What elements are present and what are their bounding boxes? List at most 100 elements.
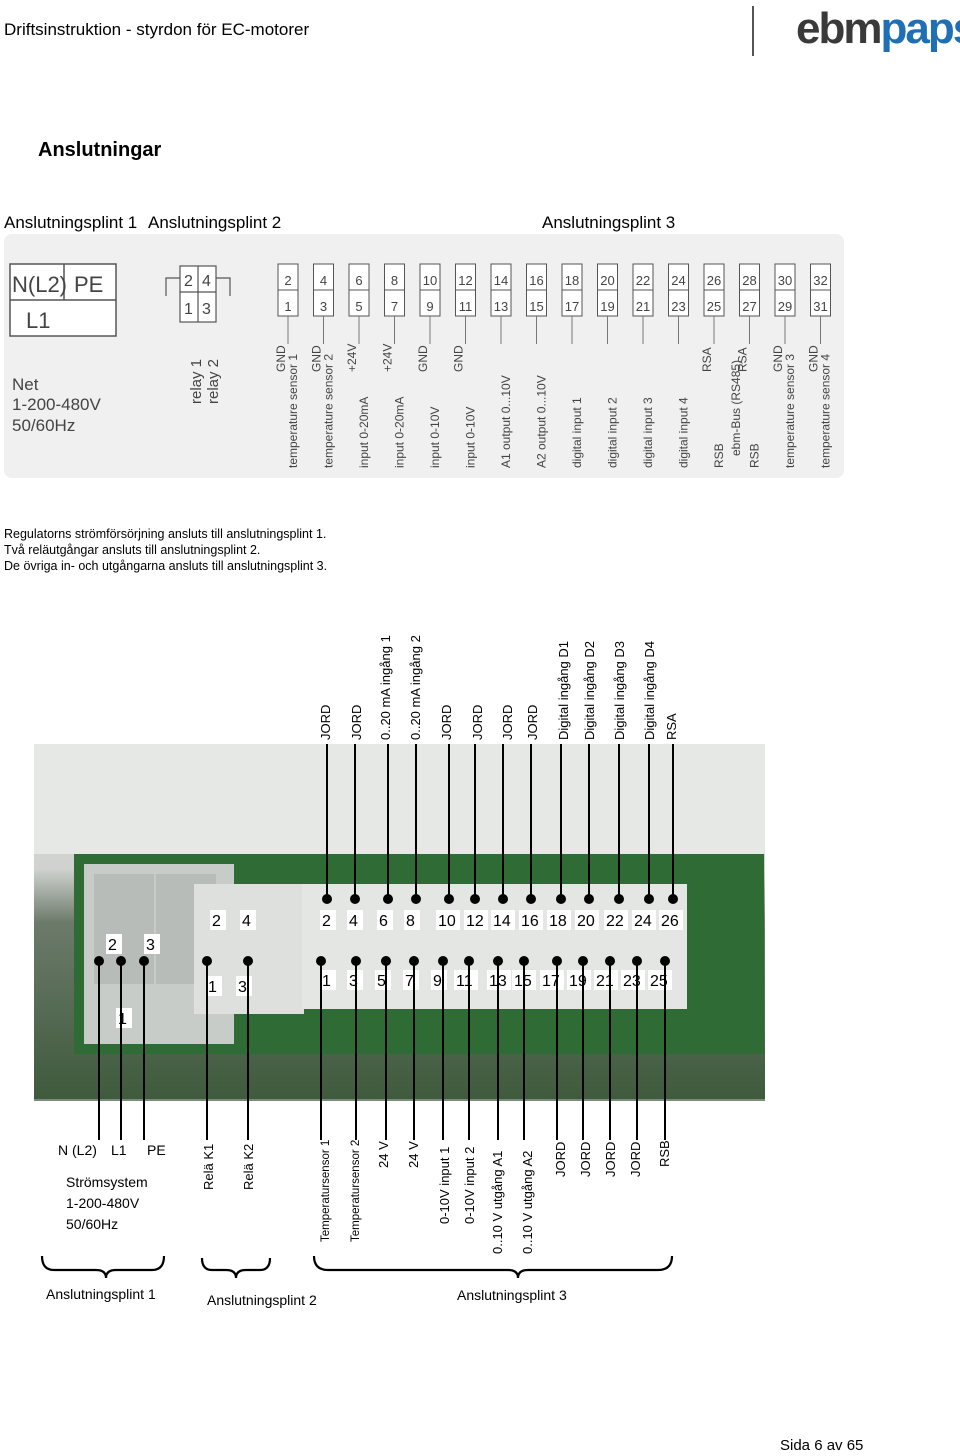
net-text-1: Net [12,375,39,394]
terminal-diagram-svg: N(L2) PE L1 Net 1-200-480V 50/60Hz 2 4 1… [9,263,833,468]
top-label: 0..20 mA ingång 2 [408,635,423,740]
signal-short-label: RSA [736,347,750,372]
wire-line-bottom [385,960,387,1140]
wire-dot-bottom [552,956,562,966]
wire-dot [644,894,654,904]
bottom-label: Temperatursensor 1 [320,1139,332,1242]
wire-dot-bottom [519,956,529,966]
signal-long-label: A2 output 0...10V [535,375,549,468]
top-label: JORD [525,704,540,740]
bottom-label: 0..10 V utgång A2 [520,1150,535,1254]
wire-line [502,744,504,896]
net-n-bottom: N (L2) [58,1142,97,1158]
photo-terminal-number: 12 [466,913,484,930]
net-text-2: 1-200-480V [12,395,102,414]
photo-terminal-number: 15 [514,973,532,990]
signal-short-label: GND [771,345,785,372]
plint3-bottom-number: 29 [778,299,792,314]
brace-group [40,1255,674,1279]
description-paragraph: Regulatorns strömförsörjning ansluts til… [4,526,327,574]
top-label: Digital ingång D2 [582,640,597,740]
wire-dot-bottom [660,956,670,966]
plint3-bottom-number: 27 [742,299,756,314]
plint3-top-number: 24 [671,273,685,288]
wire-line [326,744,328,896]
wire-line-bottom [609,960,611,1140]
plint3-top-number: 14 [494,273,508,288]
wire-dot [584,894,594,904]
plint3-bottom-number: 9 [426,299,433,314]
plint3-bottom-number: 21 [636,299,650,314]
wire-line-bottom [247,960,249,1140]
wire-line [560,744,562,896]
wire-dot-bottom [578,956,588,966]
plint3-top-number: 16 [529,273,543,288]
photo-terminal-number: 17 [542,973,560,990]
signal-short-label: RSA [700,347,714,372]
photo-terminal-number: 22 [606,913,624,930]
bottom-plint-2: Anslutningsplint 2 [207,1292,317,1308]
plint3-bottom-number: 17 [565,299,579,314]
signal-long-label: temperature sensor 2 [322,354,336,468]
wire-line-bottom [143,960,145,1140]
signal-long-label: digital input 3 [641,397,655,468]
signal-long-label: RSB [748,443,762,468]
net-l1-bottom: L1 [111,1142,127,1158]
plint-label-3: Anslutningsplint 3 [542,213,676,232]
plint-label-1: Anslutningsplint 1 [4,213,138,232]
photo-terminal-number: 24 [634,913,652,930]
plint-label-2: Anslutningsplint 2 [148,213,282,232]
wire-line-bottom [468,960,470,1140]
plint3-bottom-number: 1 [284,299,291,314]
plint3-bottom-number: 7 [391,299,398,314]
photo-terminal-number: 1 [208,979,217,996]
photo-terminal-number: 11 [456,973,473,990]
relay-terminal-block: 2 4 1 3 relay 1 relay 2 [165,265,231,404]
top-label: JORD [470,704,485,740]
signal-long-label: temperature sensor 4 [819,354,833,468]
wire-dot-bottom [316,956,326,966]
wire-line-bottom [664,960,666,1140]
relay-bottom-label: Relä K2 [241,1143,256,1190]
signal-short-label: GND [310,345,324,372]
wire-line-bottom [442,960,444,1140]
relay-term-4: 4 [202,273,211,290]
relay-term-1: 1 [184,301,193,318]
top-label: 0..20 mA ingång 1 [378,635,393,740]
signal-short-label: +24V [381,344,395,372]
plint3-bottom-number: 25 [707,299,721,314]
bottom-label: 0-10V input 1 [437,1146,452,1224]
photo-terminal-number: 21 [596,973,614,990]
plint3-top-number: 20 [600,273,614,288]
photo-terminal-number: 7 [405,973,414,990]
relay-2-label: relay 2 [205,359,222,404]
net-terminal-box: N(L2) PE L1 [9,263,117,337]
net-text-3: 50/60Hz [12,416,75,435]
plint3-top-number: 32 [813,273,827,288]
wire-dot-bottom [351,956,361,966]
photo-terminal-number: 3 [146,937,155,954]
plint3-top-number: 18 [565,273,579,288]
signal-short-label: GND [807,345,821,372]
plint3-bottom-number: 3 [320,299,327,314]
wire-dot-bottom [409,956,419,966]
plint3-top-number: 4 [320,273,327,288]
strom-voltage: 1-200-480V [66,1195,140,1211]
photo-terminal-number: 2 [212,913,221,930]
plint3-bottom-number: 13 [494,299,508,314]
signal-long-label: temperature sensor 3 [783,354,797,468]
photo-terminal-number: 4 [242,913,251,930]
ebmpapst-logo: ebmpapst [796,4,960,53]
top-label: JORD [318,704,333,740]
wire-dot [411,894,421,904]
wire-line-bottom [98,960,100,1140]
header-divider [752,6,754,56]
top-label: Digital ingång D4 [642,640,657,740]
bottom-label: JORD [578,1141,593,1177]
strom-system: Strömsystem [66,1174,148,1190]
net-n-label: N(L2) [12,272,67,297]
strom-freq: 50/60Hz [66,1216,119,1232]
photo-terminal-number: 25 [650,973,668,990]
wire-line-bottom [355,960,357,1140]
